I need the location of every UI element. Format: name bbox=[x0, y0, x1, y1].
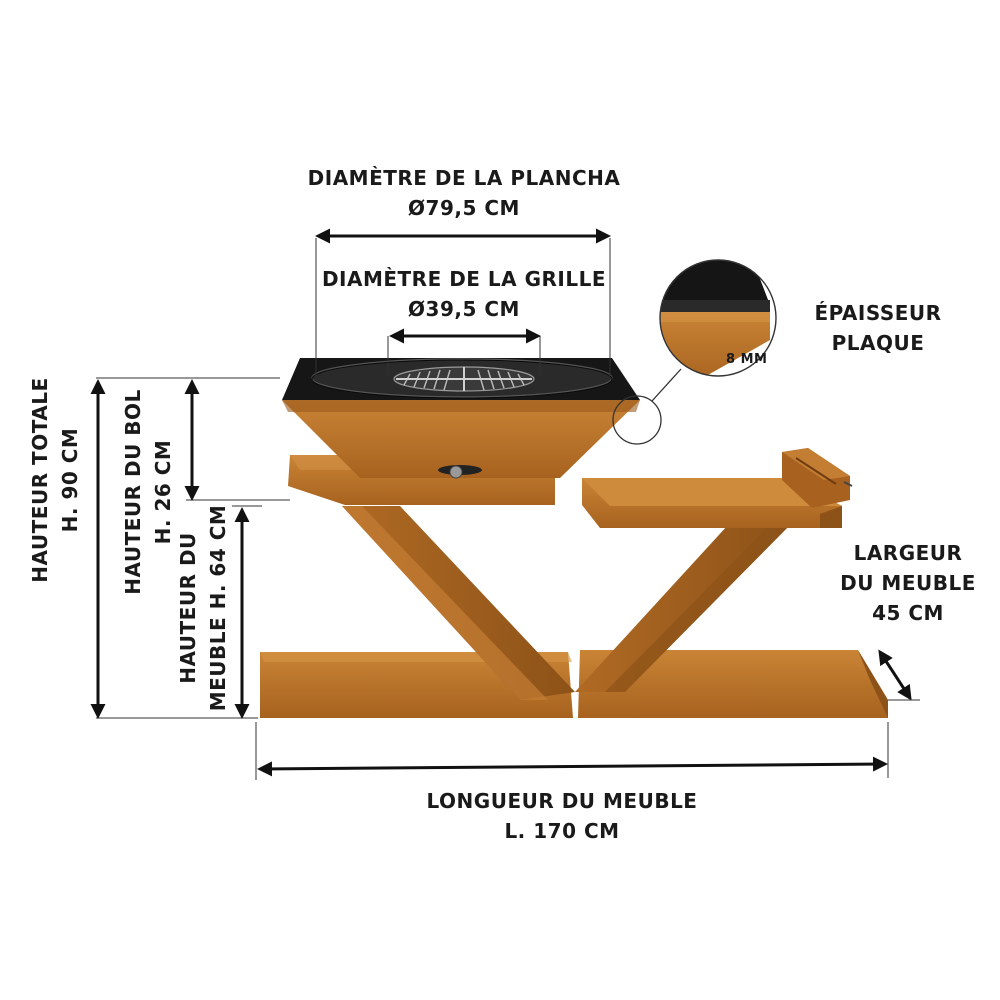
utensil-box bbox=[782, 448, 853, 508]
base-slab-right bbox=[578, 650, 888, 718]
furniture-height-title: HAUTEUR DU bbox=[176, 532, 200, 684]
largeur-line1: LARGEUR bbox=[854, 541, 963, 565]
grill-grate bbox=[393, 366, 535, 392]
plancha-diameter-title: DIAMÈTRE DE LA PLANCHA bbox=[308, 166, 621, 190]
shelf-right bbox=[582, 478, 842, 528]
bowl-height-value: H. 26 CM bbox=[151, 440, 175, 545]
plancha-furniture bbox=[260, 358, 888, 718]
furniture-length-arrow bbox=[257, 756, 888, 777]
plancha-diameter-value: Ø79,5 CM bbox=[408, 196, 520, 220]
epaisseur-title-line1: ÉPAISSEUR bbox=[814, 301, 941, 325]
furniture-height-value: MEUBLE H. 64 CM bbox=[206, 505, 230, 712]
grille-diameter-title: DIAMÈTRE DE LA GRILLE bbox=[322, 267, 606, 291]
total-height-title: HAUTEUR TOTALE bbox=[28, 377, 52, 582]
grille-diameter-value: Ø39,5 CM bbox=[408, 297, 520, 321]
detail-callout-leader bbox=[651, 368, 682, 402]
longueur-value: L. 170 CM bbox=[504, 819, 619, 843]
furniture-width-arrow bbox=[878, 649, 912, 701]
z-diagonal-left bbox=[342, 506, 575, 700]
z-diagonal-right bbox=[575, 525, 790, 692]
largeur-line2: DU MEUBLE bbox=[840, 571, 976, 595]
epaisseur-value-label: 8 MM bbox=[726, 352, 767, 367]
thickness-zoom-detail: 8 MM bbox=[659, 259, 777, 377]
largeur-line3: 45 CM bbox=[872, 601, 944, 625]
bowl-height-title: HAUTEUR DU BOL bbox=[121, 389, 145, 595]
detail-callout-circle bbox=[612, 395, 662, 445]
epaisseur-title-line2: PLAQUE bbox=[832, 331, 925, 355]
total-height-value: H. 90 CM bbox=[58, 428, 82, 533]
longueur-title: LONGUEUR DU MEUBLE bbox=[427, 789, 698, 813]
plancha-plate bbox=[282, 358, 640, 400]
dimension-labels: DIAMÈTRE DE LA PLANCHA Ø79,5 CM DIAMÈTRE… bbox=[28, 166, 976, 843]
fire-bowl bbox=[282, 400, 640, 479]
dimension-lines bbox=[90, 228, 920, 780]
